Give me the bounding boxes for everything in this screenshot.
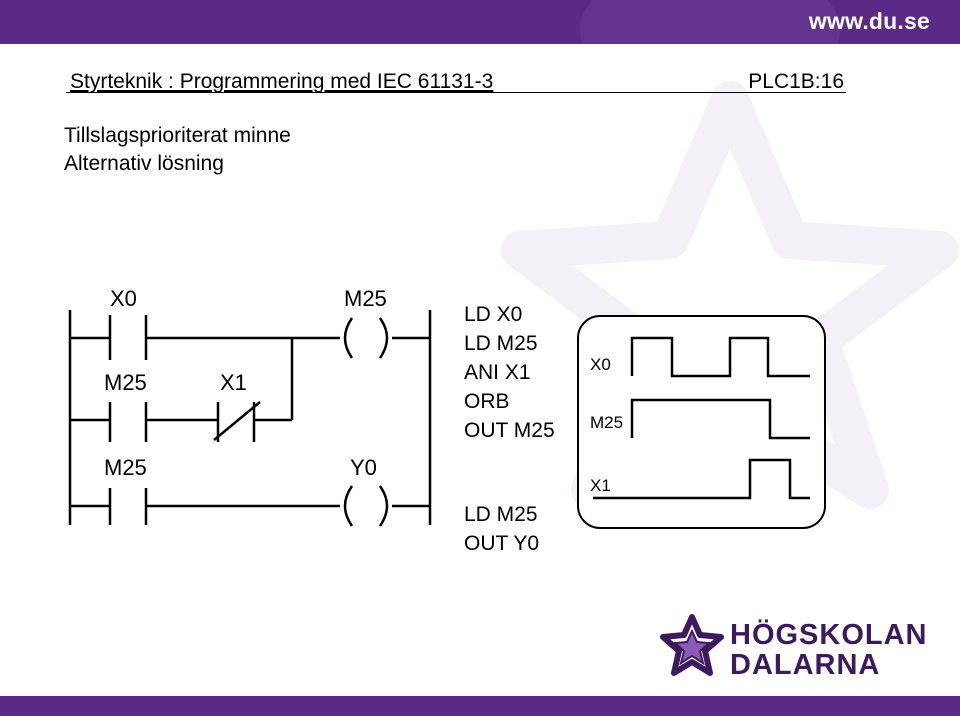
il-line: LD X0 — [464, 303, 523, 326]
slide-code: PLC1B:16 — [748, 70, 844, 93]
label-coil-y0: Y0 — [350, 455, 377, 480]
slide-subtitle-1: Tillslagsprioriterat minne — [64, 124, 291, 147]
contact-x1-slash — [213, 401, 261, 441]
slide-subtitle-2: Alternativ lösning — [64, 152, 224, 175]
hogskolan-dalarna-logo: HÖGSKOLAN DALARNA — [658, 613, 928, 681]
timing-diagram-box — [577, 315, 826, 529]
timing-label-x1: X1 — [590, 476, 611, 495]
site-url[interactable]: www.du.se — [808, 8, 930, 34]
timing-wave-m25 — [630, 398, 810, 440]
label-coil-m25: M25 — [344, 286, 387, 311]
coil-y0-left — [343, 485, 354, 527]
banner-decoration — [580, 0, 840, 44]
bottom-banner — [0, 696, 960, 716]
coil-m25-left — [343, 317, 354, 359]
header: Styrteknik : Programmering med IEC 61131… — [66, 68, 846, 96]
timing-label-m25: M25 — [590, 413, 623, 432]
star-logo-icon — [660, 614, 724, 676]
slide-header-title: Styrteknik : Programmering med IEC 61131… — [70, 70, 494, 93]
coil-y0-right — [378, 485, 389, 527]
il-line: ORB — [464, 390, 510, 413]
top-banner: www.du.se — [0, 0, 960, 44]
label-m25-branch: M25 — [104, 370, 147, 395]
il-line: LD M25 — [464, 332, 538, 355]
timing-label-x0: X0 — [590, 355, 611, 374]
label-x1: X1 — [220, 370, 247, 395]
timing-wave-x0 — [630, 336, 810, 378]
il-line: OUT M25 — [464, 419, 555, 442]
label-m25-second: M25 — [104, 455, 147, 480]
header-rule — [66, 92, 846, 93]
il-line: ANI X1 — [464, 361, 531, 384]
logo-line-1: HÖGSKOLAN — [730, 619, 928, 651]
coil-m25-right — [378, 317, 389, 359]
il-line: LD M25 — [464, 503, 538, 526]
logo-line-2: DALARNA — [730, 649, 881, 681]
il-line: OUT Y0 — [464, 532, 540, 555]
timing-wave-x1 — [593, 458, 810, 500]
label-x0: X0 — [110, 286, 137, 311]
ladder-diagram: X0 M25 X1 M25 M25 Y0 X0 M25 X1 — [68, 286, 826, 529]
